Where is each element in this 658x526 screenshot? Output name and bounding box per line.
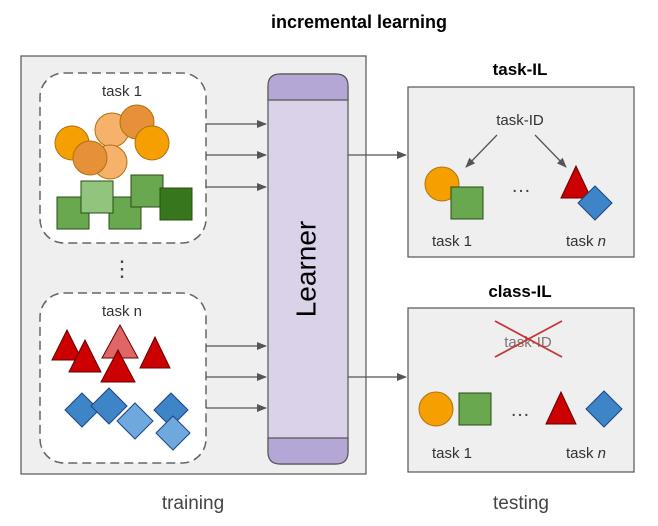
diagram-title: incremental learning <box>271 12 447 32</box>
orange-circle <box>72 140 108 176</box>
red-triangle <box>68 338 102 373</box>
task-il-task-n-label: task n <box>566 233 606 250</box>
green-square <box>80 180 114 214</box>
green-square <box>159 187 193 221</box>
task-1-arrows <box>206 120 267 191</box>
learner-bottom-cap <box>267 437 349 465</box>
class-il-ellipsis: … <box>510 399 530 421</box>
task-1-circles <box>54 104 170 180</box>
task-n-arrows <box>206 342 267 412</box>
task-n-triangles <box>51 323 171 383</box>
blue-diamond <box>155 415 191 451</box>
task-id-cross-icon <box>494 320 563 358</box>
task-id-arrow-left <box>465 134 498 168</box>
green-square <box>130 174 164 208</box>
blue-diamond <box>577 185 613 221</box>
class-il-task-n-label: task n <box>566 445 606 462</box>
red-triangle <box>51 328 83 361</box>
task-il-task-1-label: task 1 <box>432 233 472 250</box>
task-id-arrow-right <box>534 134 567 168</box>
class-il-task-1-label: task 1 <box>432 445 472 462</box>
green-square <box>458 392 492 426</box>
task-n-diamonds <box>64 387 191 451</box>
class-il-heading: class-IL <box>488 282 551 301</box>
task-n-label: task n <box>102 303 142 320</box>
orange-circle <box>418 391 454 427</box>
training-ellipsis: ⋮ <box>111 256 133 281</box>
green-square <box>450 186 484 220</box>
task-il-task-id: task-ID <box>496 112 544 129</box>
blue-diamond <box>116 402 154 440</box>
task-1-squares <box>56 174 193 230</box>
class-il-task-id: task-ID <box>504 334 552 351</box>
red-triangle <box>100 348 136 383</box>
task-il-heading: task-IL <box>493 60 548 79</box>
training-label: training <box>162 493 224 514</box>
red-triangle <box>545 390 577 425</box>
red-triangle <box>560 164 592 199</box>
blue-diamond <box>90 387 128 425</box>
learner-label: Learner <box>290 221 321 318</box>
learner-block: Learner <box>267 73 349 465</box>
cross-line <box>494 320 563 358</box>
task-il-ellipsis: … <box>511 175 531 197</box>
testing-label: testing <box>493 493 549 514</box>
task-1-label: task 1 <box>102 83 142 100</box>
learner-top-cap <box>267 73 349 101</box>
orange-circle <box>134 125 170 161</box>
blue-diamond <box>585 390 623 428</box>
red-triangle <box>139 335 171 369</box>
